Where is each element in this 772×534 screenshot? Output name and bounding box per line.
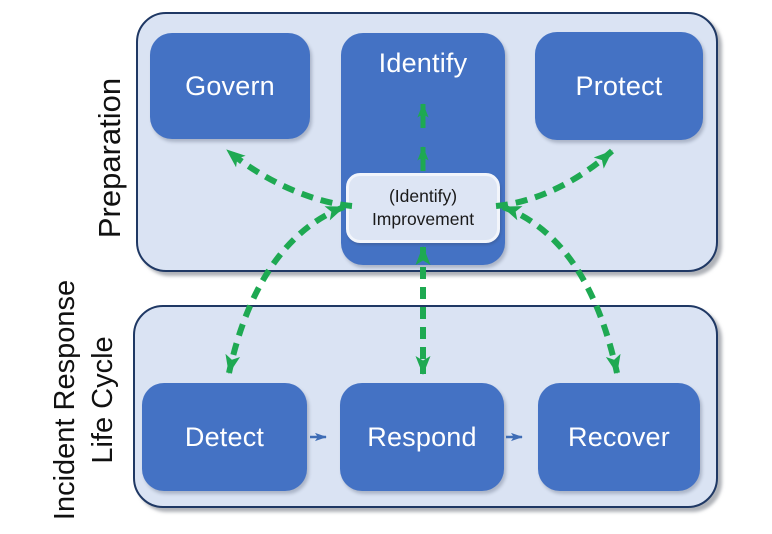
irlc-label-line2: Life Cycle	[87, 336, 119, 464]
respond-box: Respond	[340, 383, 504, 491]
protect-label: Protect	[575, 70, 663, 101]
incident-response-life-cycle-label: Incident Response Life Cycle	[46, 280, 122, 520]
improvement-box: (Identify) Improvement	[346, 173, 500, 243]
detect-box: Detect	[142, 383, 307, 491]
govern-box: Govern	[150, 33, 310, 139]
irlc-label-line1: Incident Response	[49, 279, 81, 521]
identify-label: Identify	[378, 48, 468, 78]
govern-label: Govern	[185, 70, 275, 101]
improvement-label-line2: Improvement	[371, 209, 475, 229]
respond-label: Respond	[367, 421, 477, 452]
recover-label: Recover	[568, 421, 670, 452]
detect-label: Detect	[184, 421, 265, 452]
protect-box: Protect	[535, 32, 703, 140]
improvement-label-line1: (Identify)	[388, 185, 458, 206]
recover-box: Recover	[538, 383, 700, 491]
preparation-label: Preparation	[92, 77, 127, 239]
